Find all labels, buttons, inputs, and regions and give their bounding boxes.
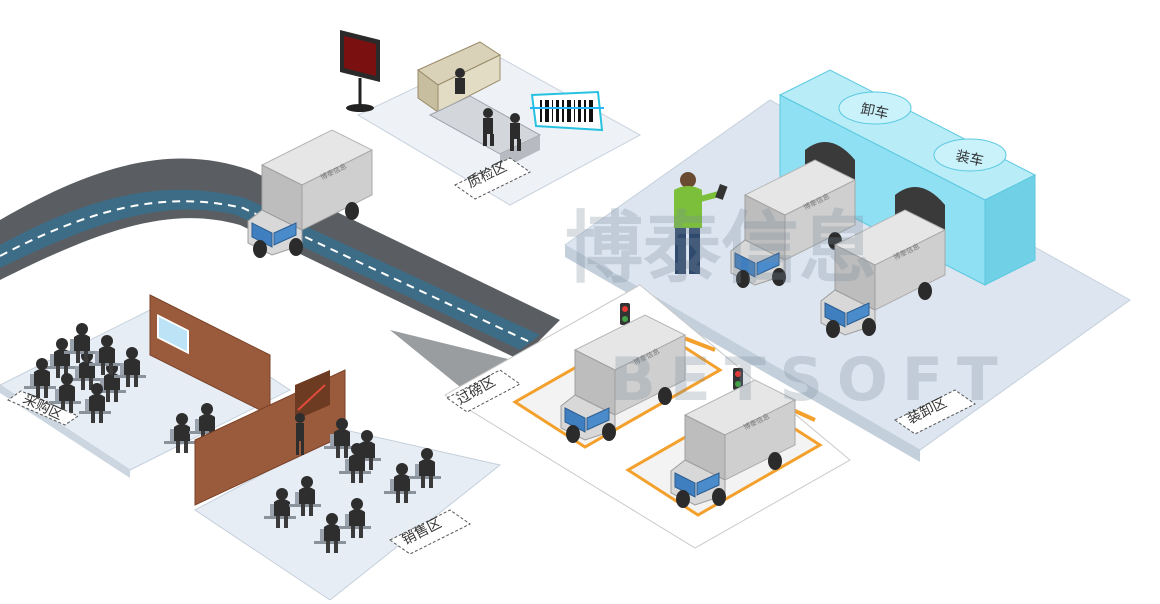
- sales-zone: 销售区: [164, 369, 502, 601]
- quality-zone: 质检区: [340, 30, 642, 206]
- weighing-zone: 过磅区: [444, 284, 851, 549]
- load-dock-label: 装车: [954, 147, 985, 169]
- scanner-worker: [674, 172, 728, 274]
- loading-zone: 卸车 装车 装卸区: [564, 69, 1131, 462]
- barcode-scan-icon: [530, 90, 604, 132]
- led-display-board: [340, 30, 380, 112]
- watermark: 博泰信息 BETSOFT: [565, 204, 1012, 415]
- watermark-cn: 博泰信息: [565, 204, 877, 294]
- watermark-en: BETSOFT: [610, 345, 1012, 415]
- unload-dock-label: 卸车: [859, 100, 890, 122]
- purchasing-zone: 采购区: [0, 294, 292, 478]
